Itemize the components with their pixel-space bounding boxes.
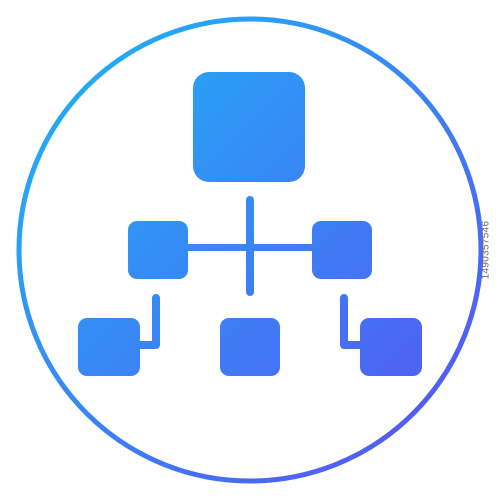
stock-id-watermark: 1490357546 <box>480 220 492 280</box>
outer-circle <box>16 16 484 484</box>
horizontal-connector <box>180 244 320 251</box>
right-elbow-connector <box>340 294 364 349</box>
mid-left-node-box <box>128 221 188 279</box>
hierarchy-glyph <box>78 72 422 376</box>
bottom-center-node-box <box>220 318 280 376</box>
bottom-left-node-box <box>78 318 140 376</box>
top-node-box <box>193 72 305 182</box>
mid-right-node-box <box>312 221 372 279</box>
left-elbow-connector <box>136 294 160 349</box>
bottom-right-node-box <box>360 318 422 376</box>
elbow-connectors <box>136 294 364 349</box>
